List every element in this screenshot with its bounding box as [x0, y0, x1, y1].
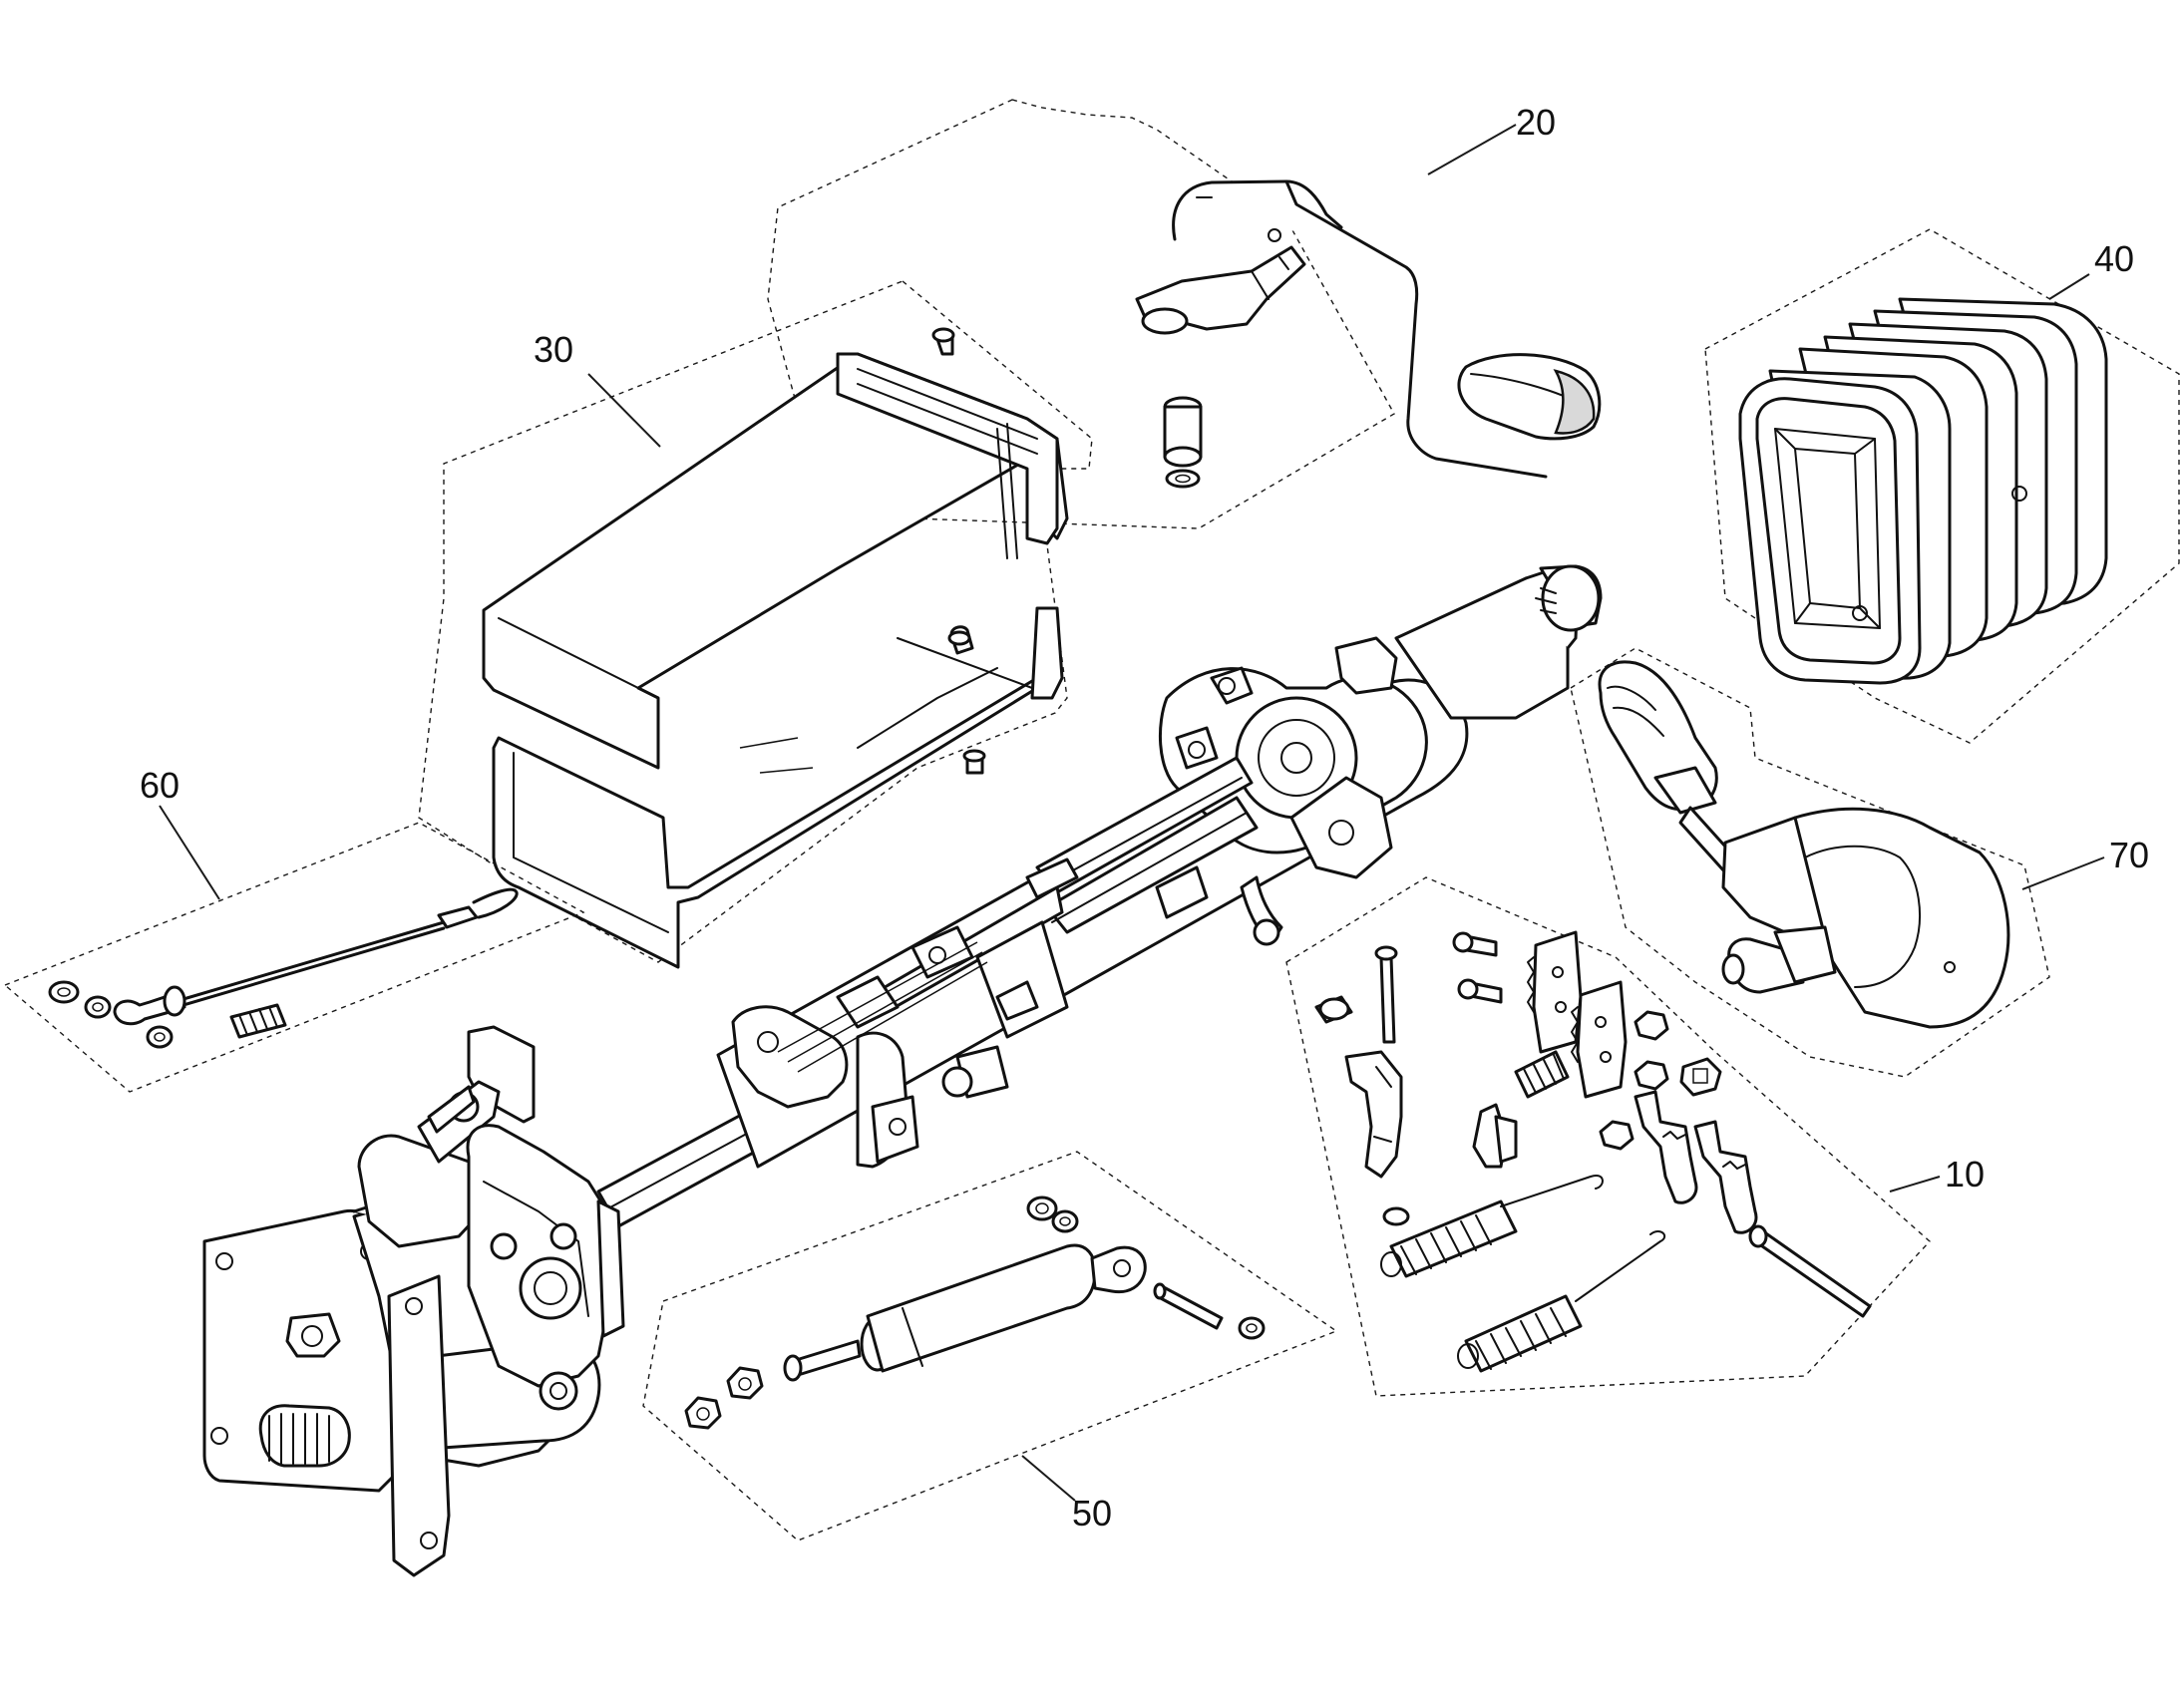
group-60-boundary — [3, 822, 585, 1093]
bellows-boot-part — [1738, 297, 2108, 685]
group-10-leader — [1889, 1176, 1941, 1193]
group-30-leader — [587, 373, 661, 448]
bolts-part — [1374, 931, 1872, 1318]
group-40-leader — [2048, 273, 2090, 300]
spring-part — [229, 1003, 287, 1039]
lower-cover-part — [492, 606, 1064, 969]
latch-part — [1314, 995, 1410, 1226]
washers-part — [48, 980, 174, 1049]
pin-part — [1153, 1282, 1224, 1330]
nuts-washers-part — [1599, 1010, 1722, 1151]
group-20: 20 — [767, 99, 1602, 529]
group-70-callout: 70 — [2109, 835, 2149, 875]
group-60-callout: 60 — [140, 765, 180, 806]
group-70-leader — [2021, 856, 2105, 890]
group-10-callout: 10 — [1945, 1154, 1985, 1195]
lower-bracket-assembly — [202, 1025, 625, 1577]
nuts-part — [684, 1366, 764, 1430]
group-10: 10 — [1285, 876, 1985, 1397]
group-10-boundary — [1285, 876, 1932, 1397]
group-30: 30 — [418, 280, 1093, 969]
cable-part — [113, 887, 519, 1026]
group-50-boundary — [642, 1151, 1338, 1541]
group-60-leader — [159, 805, 220, 900]
springs-part — [1380, 1050, 1666, 1373]
steering-column-assembly — [596, 564, 1603, 1228]
group-40: 40 — [1704, 228, 2180, 744]
cams-part — [1527, 930, 1628, 1099]
group-30-callout: 30 — [534, 329, 573, 370]
clips-part — [1026, 1196, 1266, 1340]
group-20-leader — [1427, 124, 1517, 175]
handle-part — [1598, 660, 1737, 874]
group-70-boundary — [1570, 647, 2050, 1078]
group-40-callout: 40 — [2094, 238, 2134, 279]
group-70: 70 — [1570, 647, 2149, 1078]
group-20-boundary — [767, 99, 1395, 529]
pawls-part — [1634, 1090, 1758, 1234]
group-40-boundary — [1704, 228, 2180, 744]
group-60: 60 — [3, 765, 585, 1093]
gas-spring-part — [783, 1243, 1147, 1382]
lever-housing-part — [1721, 807, 2010, 1029]
group-50: 50 — [642, 1151, 1338, 1541]
bushing-part — [1163, 396, 1203, 489]
upper-cover-part — [482, 327, 1069, 770]
group-50-callout: 50 — [1072, 1493, 1112, 1534]
bracket-clip-part — [1472, 1103, 1518, 1169]
lever-knob-part — [1457, 353, 1602, 441]
group-20-callout: 20 — [1516, 102, 1556, 143]
group-50-leader — [1021, 1455, 1076, 1502]
